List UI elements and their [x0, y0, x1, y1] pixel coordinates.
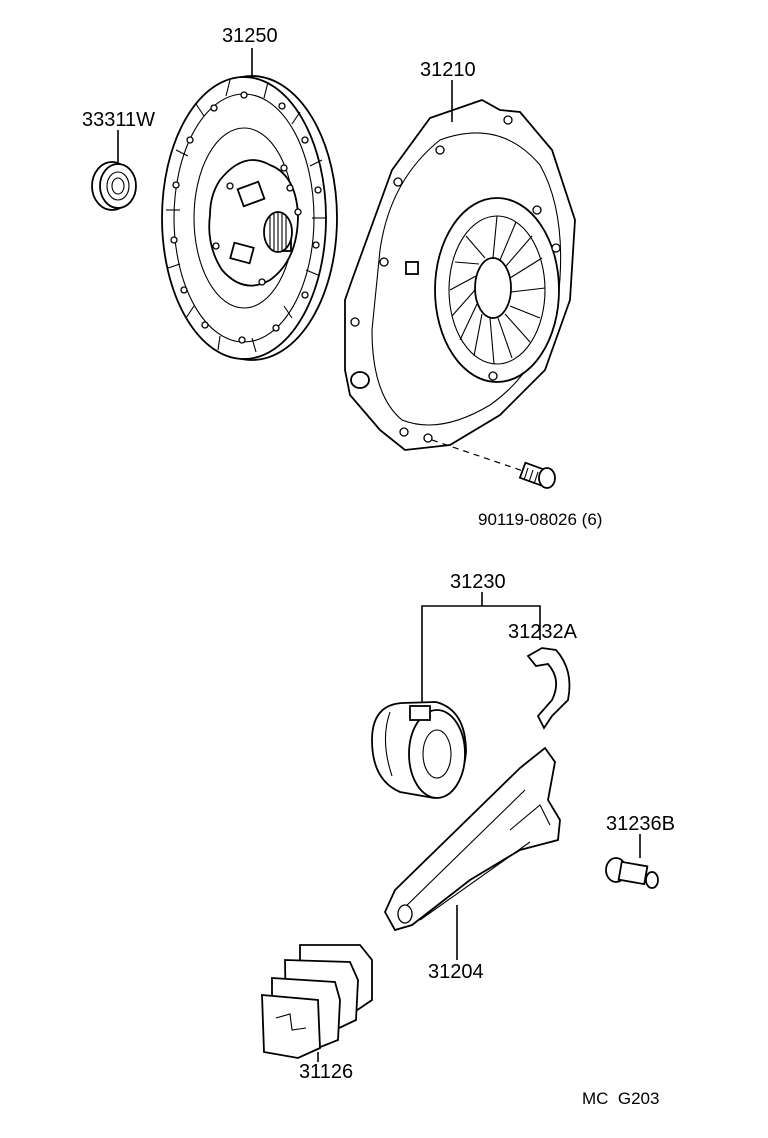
- bearing-icon: [91, 161, 137, 211]
- fork-icon: [383, 746, 561, 932]
- diagram-code: MC G203: [582, 1089, 659, 1108]
- clip-icon: [526, 647, 571, 730]
- label-release-fork-support: 31236B: [606, 813, 675, 835]
- clutch-disc-icon: [161, 75, 338, 361]
- label-cover-bolt: 90119-08026 (6): [478, 510, 602, 529]
- pressure-plate-icon: [344, 99, 576, 451]
- label-clutch-cover: 31210: [420, 59, 476, 81]
- release-bearing-icon: [371, 701, 467, 799]
- label-pilot-bearing: 33311W: [82, 109, 155, 131]
- boot-icon: [261, 944, 373, 1059]
- bolt-icon: [518, 461, 556, 489]
- pivot-bolt-icon: [605, 857, 659, 889]
- label-fork-boot: 31126: [299, 1061, 353, 1083]
- label-clutch-disc: 31250: [222, 25, 278, 47]
- label-release-fork: 31204: [428, 961, 484, 983]
- label-release-bearing-hub: 31230: [450, 571, 506, 593]
- label-hub-clip: 31232A: [508, 621, 578, 643]
